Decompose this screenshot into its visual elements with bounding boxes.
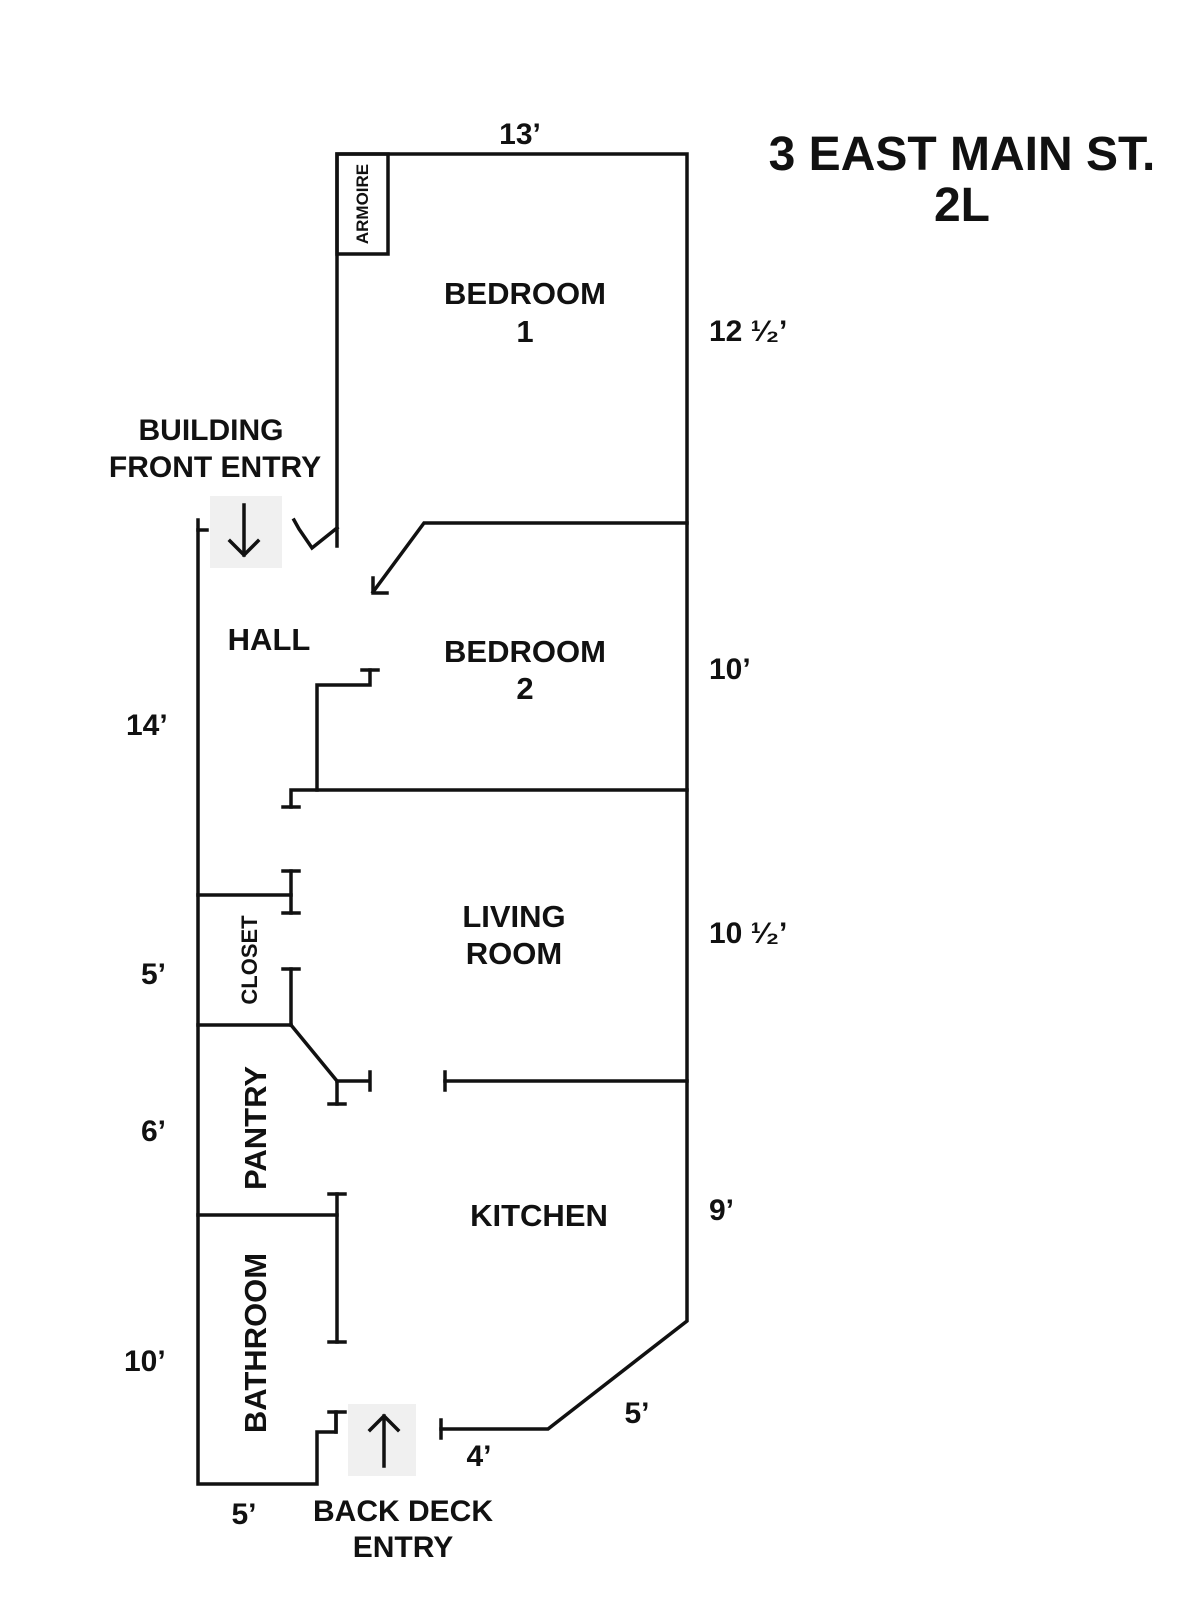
front-door-jamb-right (291, 517, 340, 551)
dimension-pantry-length: 6’ (141, 1115, 166, 1148)
dimension-bathroom-length: 10’ (124, 1345, 166, 1378)
armoire (335, 152, 390, 256)
closet-door-upper-stops (281, 869, 301, 915)
dimension-bedroom1-length: 12 ¹⁄₂’ (709, 315, 787, 348)
bathroom-kitchen-wall-stops (327, 1192, 347, 1344)
bedroom2-label-line2: 2 (516, 671, 533, 706)
bedroom2-bottom-wall (289, 788, 689, 809)
pantry-door-stops (327, 1070, 372, 1106)
front-entry-highlight (210, 496, 282, 568)
back-entry-label-line2: ENTRY (353, 1531, 454, 1564)
dimension-back-wall: 4’ (466, 1440, 491, 1473)
bedroom1-label-line2: 1 (516, 314, 533, 349)
dimension-top-width: 13’ (499, 118, 541, 151)
dimension-closet-length: 5’ (141, 958, 166, 991)
bedroom2-left-wall (315, 668, 372, 792)
closet-label: CLOSET (237, 915, 262, 1005)
dimension-hall-length: 14’ (126, 709, 168, 742)
back-entry-highlight (348, 1404, 416, 1476)
pantry-door-swing (288, 1022, 339, 1106)
back-door-jamb-left (327, 1410, 347, 1434)
dimension-angled-wall: 5’ (624, 1397, 649, 1430)
armoire-label: ARMOIRE (353, 164, 372, 244)
living-room-label-line1: LIVING (462, 899, 565, 934)
living-room-label-line2: ROOM (466, 936, 562, 971)
pantry-label: PANTRY (238, 1066, 273, 1190)
address-line-1: 3 EAST MAIN ST. (769, 128, 1156, 181)
dimension-bedroom2-length: 10’ (709, 653, 751, 686)
kitchen-label: KITCHEN (470, 1198, 608, 1233)
back-entry-label-line1: BACK DECK (313, 1495, 493, 1528)
bedroom2-label-line1: BEDROOM (444, 634, 606, 669)
hall-label: HALL (228, 622, 311, 657)
address-line-2: 2L (934, 179, 990, 232)
bedroom1-label-line1: BEDROOM (444, 276, 606, 311)
dimension-living-room-length: 10 ¹⁄₂’ (709, 917, 787, 950)
bedroom1-door-tip (371, 576, 389, 595)
dimension-bathroom-width: 5’ (231, 1498, 256, 1531)
down-arrow-icon (227, 503, 261, 558)
dimension-kitchen-length: 9’ (709, 1194, 734, 1227)
bathroom-label: BATHROOM (238, 1253, 273, 1433)
front-entry-label-line2: FRONT ENTRY (109, 451, 321, 484)
front-entry-label-line1: BUILDING (139, 414, 284, 447)
bedroom1-bottom-wall (370, 521, 689, 595)
up-arrow-icon (367, 1413, 401, 1468)
